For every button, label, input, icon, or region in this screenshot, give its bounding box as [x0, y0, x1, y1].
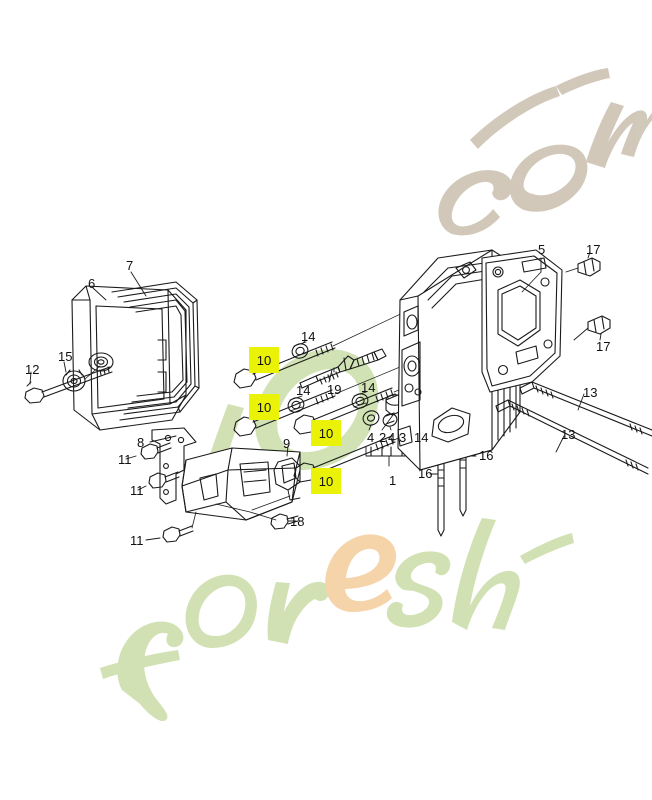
callout-9: 9 — [283, 436, 291, 451]
callout-11b: 11 — [130, 483, 144, 498]
callout-11c: 11 — [130, 533, 144, 548]
callout-15: 15 — [58, 349, 73, 364]
callout-17a: 17 — [586, 242, 601, 257]
callout-6: 6 — [88, 276, 96, 291]
highlight-box-10-2: 10 — [249, 394, 279, 420]
callout-3: 3 — [399, 430, 407, 445]
highlight-box-10-1: 10 — [249, 347, 279, 373]
callout-5: 5 — [538, 242, 546, 257]
callout-14c: 14 — [361, 380, 376, 395]
callout-16b: 16 — [479, 448, 494, 463]
callout-4a: 4 — [367, 430, 375, 445]
highlight-label: 10 — [318, 425, 334, 441]
callout-13a: 13 — [583, 385, 598, 400]
callout-13b: 13 — [561, 427, 576, 442]
highlight-box-10-4: 10 — [311, 468, 341, 494]
highlight-label: 10 — [256, 399, 272, 415]
callout-2: 2 — [379, 430, 387, 445]
callout-8: 8 — [137, 435, 145, 450]
callout-4b: 4 — [388, 430, 396, 445]
callout-7: 7 — [126, 258, 134, 273]
callout-19: 19 — [327, 382, 342, 397]
callout-16a: 16 — [418, 466, 433, 481]
callout-14b: 14 — [296, 383, 311, 398]
callout-18: 18 — [290, 514, 305, 529]
callout-12: 12 — [25, 362, 40, 377]
highlight-label: 10 — [256, 352, 272, 368]
callout-14a: 14 — [301, 329, 316, 344]
callout-1: 1 — [389, 473, 397, 488]
highlight-label: 10 — [318, 473, 334, 489]
callout-17b: 17 — [596, 339, 611, 354]
highlight-box-10-3: 10 — [311, 420, 341, 446]
callout-11a: 11 — [118, 452, 132, 467]
callout-14d: 14 — [414, 430, 429, 445]
